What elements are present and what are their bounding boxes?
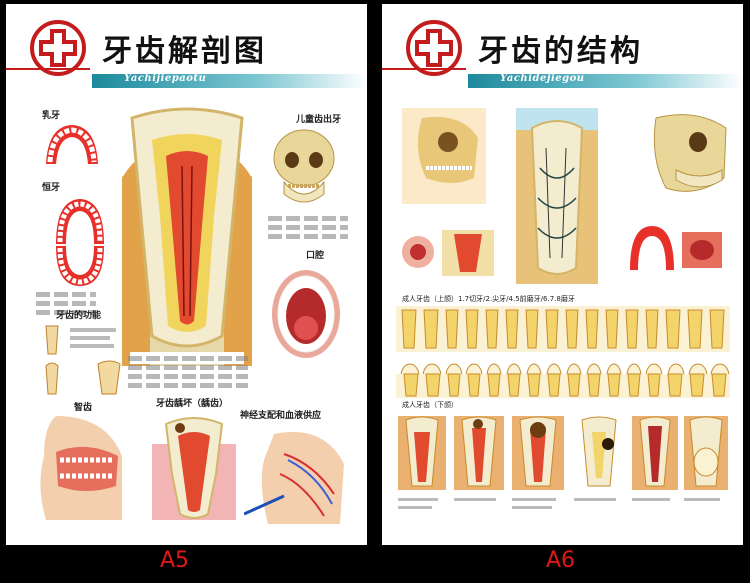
tooth-function-icons [45, 325, 121, 395]
gum-section-images [402, 230, 494, 276]
medical-cross-icon [406, 20, 462, 76]
tooth-cross-section-image [122, 106, 252, 366]
label-tooth-decay: 牙齿龋坏（龋齿） [156, 399, 229, 409]
label-lower-teeth-row: 成人牙齿（下颌） [402, 401, 458, 409]
size-label-a5: A5 [160, 548, 190, 573]
poster-subtitle-band: Yachijiepaotu [6, 70, 367, 90]
label-baby-teeth: 乳牙 [42, 111, 61, 121]
jaw-arch-images [630, 226, 722, 270]
nerve-head-profile-image [244, 432, 344, 524]
skull-jaw-section-image [402, 108, 486, 204]
lower-teeth-row-image [396, 373, 730, 398]
poster-tooth-structure: 牙齿的结构 Yachidejiegou 成人牙齿（上颌）1. [382, 4, 743, 545]
label-permanent-teeth: 恒牙 [42, 183, 61, 193]
poster-header: 牙齿的结构 Yachidejiegou [382, 4, 743, 94]
arch-legend [36, 292, 96, 319]
label-upper-teeth-row: 成人牙齿（上颌）1.7切牙/2.尖牙/4.5前磨牙/6.7.8磨牙 [402, 295, 575, 303]
adult-skull-profile-image [653, 114, 727, 192]
upper-teeth-row-image [396, 306, 730, 352]
tooth-decay-section-image [152, 417, 236, 520]
child-skull-image [273, 129, 335, 203]
label-wisdom-tooth: 智齿 [74, 403, 93, 413]
poster-subtitle: Yachijiepaotu [124, 73, 207, 84]
baby-teeth-arch-image [46, 125, 98, 164]
poster-title: 牙齿的结构 [478, 34, 643, 69]
poster-subtitle: Yachidejiegou [500, 73, 585, 84]
medical-cross-icon [30, 20, 86, 76]
label-oral-cavity: 口腔 [306, 251, 325, 261]
poster-subtitle-band: Yachidejiegou [382, 70, 743, 90]
label-tooth-functions: 牙齿的功能 [56, 311, 102, 321]
lower-permanent-arch-image [56, 246, 104, 286]
decay-stages-images [398, 416, 728, 509]
skull-legend [268, 216, 348, 243]
upper-permanent-arch-image [56, 199, 104, 244]
tooth-root-vessels-image [516, 108, 598, 284]
label-child-teething: 儿童齿出牙 [296, 115, 342, 125]
size-label-a6: A6 [546, 548, 576, 573]
open-mouth-image [272, 270, 340, 358]
poster-title: 牙齿解剖图 [102, 34, 267, 69]
tooth-section-legend [128, 356, 248, 392]
poster-tooth-anatomy: 牙齿解剖图 Yachijiepaotu 乳牙 恒牙 牙齿的功能 [6, 4, 367, 545]
wisdom-tooth-face-image [40, 416, 122, 520]
label-nerve-blood-supply: 神经支配和血液供应 [240, 411, 322, 421]
poster-header: 牙齿解剖图 Yachijiepaotu [6, 4, 367, 94]
